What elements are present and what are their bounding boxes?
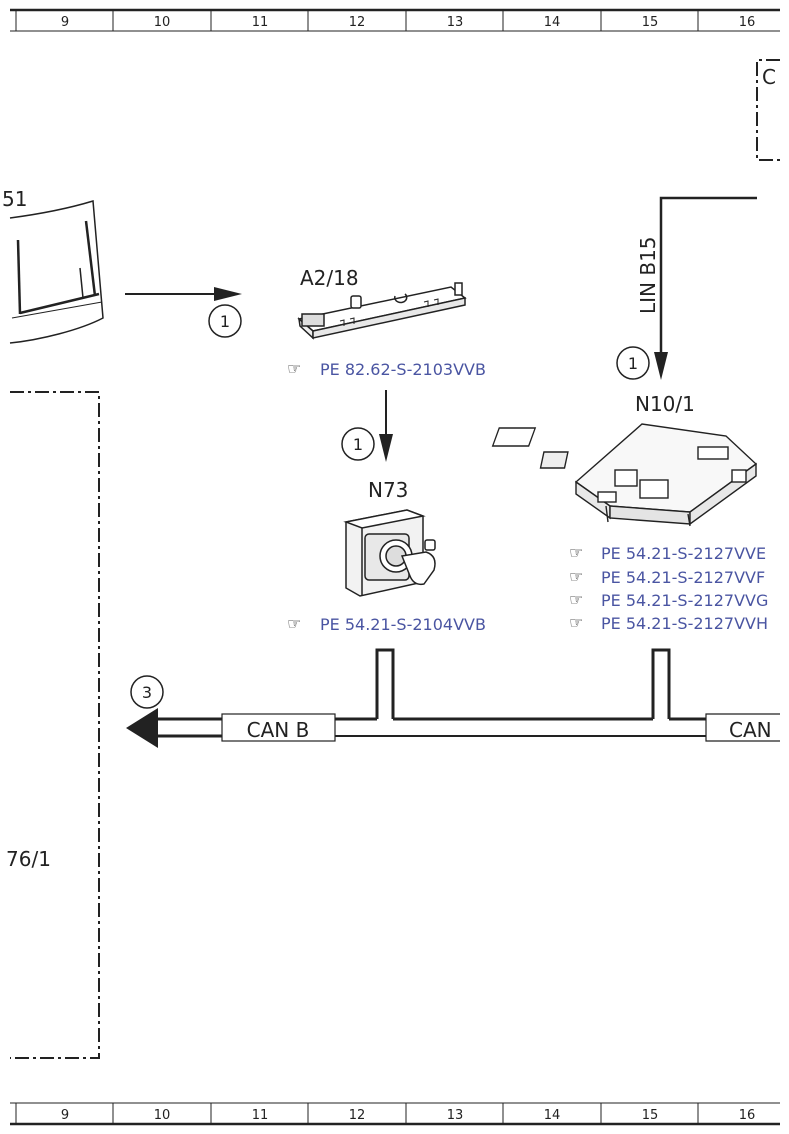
bottom-ruler-col-9: 9 xyxy=(61,1108,69,1123)
top-ruler-col-16: 16 xyxy=(739,15,756,30)
left-top-component: 51 xyxy=(2,187,104,344)
top-ruler-col-12: 12 xyxy=(349,15,366,30)
svg-text:1: 1 xyxy=(628,354,638,373)
bottom-ruler-col-16: 16 xyxy=(739,1108,756,1123)
top-ruler-col-14: 14 xyxy=(544,15,561,30)
n10-1-sam-module-icon xyxy=(491,423,758,527)
bottom-ruler: 9 10 11 12 13 14 15 16 xyxy=(10,1102,780,1126)
svg-text:1: 1 xyxy=(353,435,363,454)
svg-text:CAN: CAN xyxy=(729,718,772,742)
svg-text:3: 3 xyxy=(142,683,152,702)
circle-marker-1-lin: 1 xyxy=(616,346,650,380)
bottom-ruler-col-13: 13 xyxy=(447,1108,464,1123)
bottom-ruler-col-12: 12 xyxy=(349,1108,366,1123)
left-top-component-label: 51 xyxy=(2,187,27,211)
pointing-hand-icon: ☞ xyxy=(287,614,301,633)
right-top-component-box: C xyxy=(756,59,780,161)
svg-text:1: 1 xyxy=(220,312,230,331)
left-bottom-component-box: 76/1 xyxy=(6,391,100,1059)
top-ruler-col-13: 13 xyxy=(447,15,464,30)
n10-1-reference-link-1[interactable]: ☞ PE 54.21-S-2127VVE xyxy=(569,543,766,563)
top-ruler-col-15: 15 xyxy=(642,15,659,30)
svg-text:PE 54.21-S-2127VVF: PE 54.21-S-2127VVF xyxy=(601,568,765,587)
n73-label: N73 xyxy=(368,478,408,502)
bottom-ruler-col-14: 14 xyxy=(544,1108,561,1123)
top-ruler: 9 10 11 12 13 14 15 16 xyxy=(10,8,780,32)
top-ruler-col-11: 11 xyxy=(252,15,269,30)
circle-marker-3: 3 xyxy=(130,675,164,709)
pointing-hand-icon: ☞ xyxy=(569,590,583,609)
svg-text:PE 54.21-S-2104VVB: PE 54.21-S-2104VVB xyxy=(320,615,486,634)
right-top-component-label: C xyxy=(762,65,776,89)
can-bus-arrow-left xyxy=(126,708,158,748)
svg-text:PE 54.21-S-2127VVG: PE 54.21-S-2127VVG xyxy=(601,591,768,610)
pointing-hand-icon: ☞ xyxy=(569,613,583,632)
pointing-hand-icon: ☞ xyxy=(287,359,301,378)
arrow-to-a2-18 xyxy=(125,287,242,301)
svg-text:PE 54.21-S-2127VVH: PE 54.21-S-2127VVH xyxy=(601,614,768,633)
n10-1-label: N10/1 xyxy=(635,392,695,416)
circle-marker-1-a2-to-n73: 1 xyxy=(341,427,375,461)
can-right-label-box: CAN xyxy=(705,713,780,742)
a2-18-antenna-amplifier-icon xyxy=(297,282,467,340)
svg-text:CAN B: CAN B xyxy=(247,718,310,742)
left-bottom-component-label: 76/1 xyxy=(6,847,51,871)
n10-1-reference-link-3[interactable]: ☞ PE 54.21-S-2127VVG xyxy=(569,590,768,610)
top-ruler-col-9: 9 xyxy=(61,15,69,30)
arrow-a2-18-to-n73 xyxy=(379,390,393,462)
lin-b15-label: LIN B15 xyxy=(636,236,660,314)
bottom-ruler-col-11: 11 xyxy=(252,1108,269,1123)
n73-reference-link[interactable]: ☞ PE 54.21-S-2104VVB xyxy=(287,614,486,634)
a2-18-reference-link[interactable]: ☞ PE 82.62-S-2103VVB xyxy=(287,359,486,379)
bottom-ruler-col-15: 15 xyxy=(642,1108,659,1123)
can-bus-lines xyxy=(155,648,706,738)
lin-b15-line xyxy=(654,196,757,380)
a2-18-label: A2/18 xyxy=(300,266,359,290)
circle-marker-1-left: 1 xyxy=(208,304,242,338)
svg-text:PE 82.62-S-2103VVB: PE 82.62-S-2103VVB xyxy=(320,360,486,379)
n73-ignition-switch-icon xyxy=(343,509,436,597)
top-ruler-col-10: 10 xyxy=(154,15,171,30)
n10-1-reference-link-2[interactable]: ☞ PE 54.21-S-2127VVF xyxy=(569,567,765,587)
bottom-ruler-col-10: 10 xyxy=(154,1108,171,1123)
n10-1-reference-link-4[interactable]: ☞ PE 54.21-S-2127VVH xyxy=(569,613,768,633)
pointing-hand-icon: ☞ xyxy=(569,567,583,586)
svg-text:PE 54.21-S-2127VVE: PE 54.21-S-2127VVE xyxy=(601,544,766,563)
pointing-hand-icon: ☞ xyxy=(569,543,583,562)
can-b-label-box: CAN B xyxy=(221,713,336,742)
